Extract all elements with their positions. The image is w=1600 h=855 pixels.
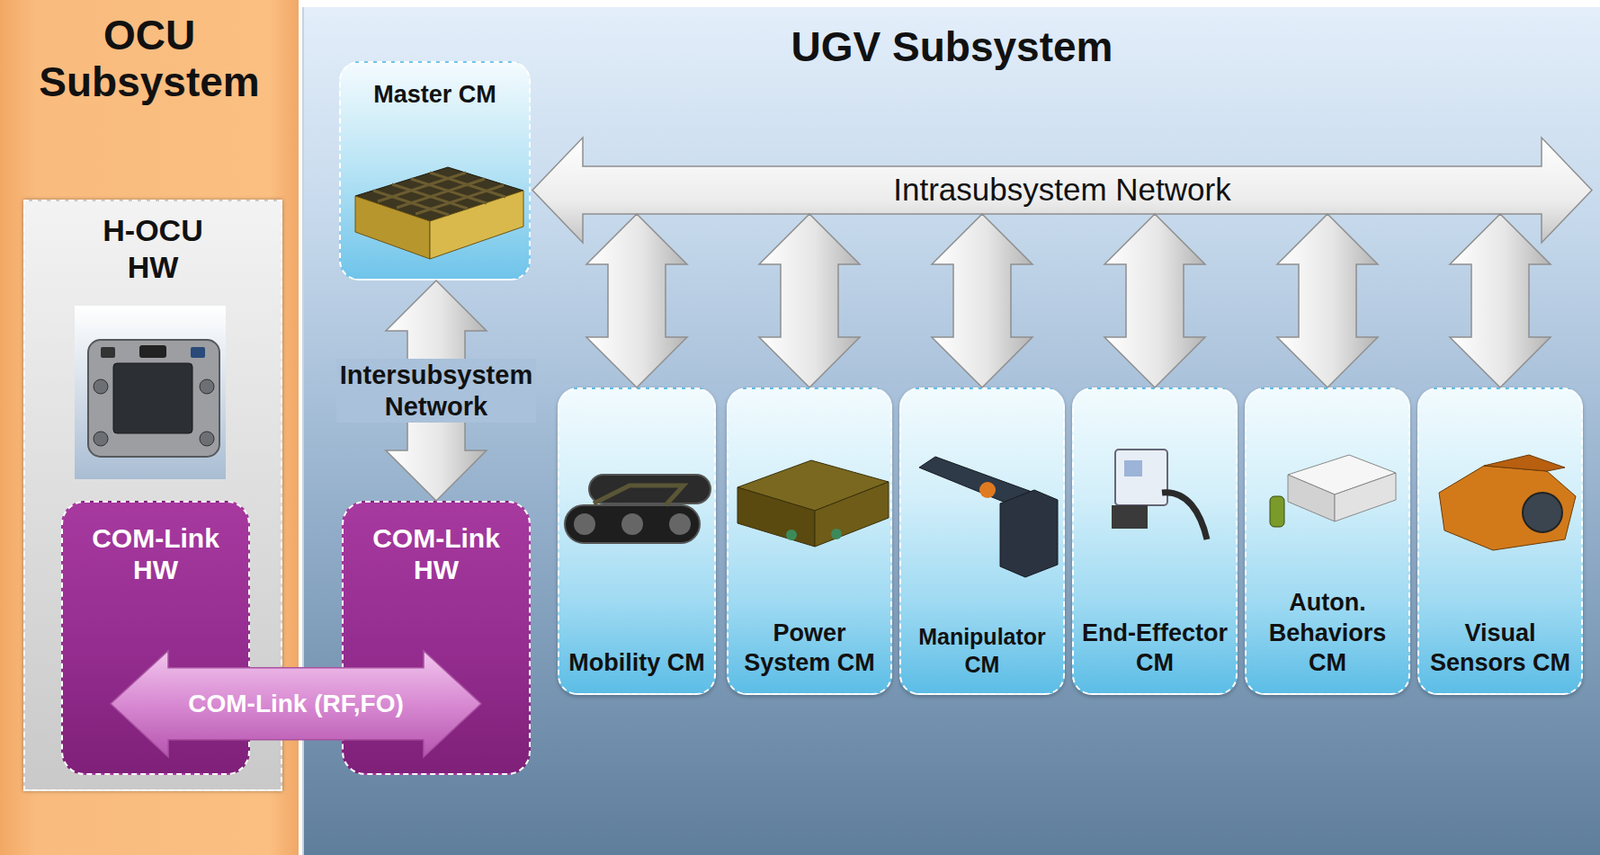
control-module: Auton. Behaviors CM — [1244, 387, 1411, 696]
picture-ground — [74, 305, 226, 480]
connector-label: COM-Link (RF,FO) — [184, 689, 408, 719]
track — [589, 474, 711, 504]
wheel — [573, 513, 596, 536]
battery-side — [814, 482, 889, 547]
device-button — [190, 347, 206, 358]
control-module: End-Effector CM — [1072, 387, 1238, 696]
box-label: End-Effector CM — [1079, 618, 1231, 680]
wheel — [621, 513, 644, 536]
mobility-picture — [564, 474, 711, 544]
box-label: Manipulator CM — [906, 623, 1058, 680]
device-knob — [199, 379, 215, 394]
connector — [831, 528, 842, 540]
double-arrow — [1104, 214, 1206, 388]
device-body — [88, 339, 220, 457]
box-label: COM-Link HW — [88, 522, 224, 587]
double-arrow — [759, 214, 860, 388]
sensor-housing — [1483, 455, 1565, 472]
handheld-ocu-picture — [74, 305, 226, 480]
gripper-body — [1115, 449, 1168, 506]
box-label: Visual Sensors CM — [1424, 618, 1576, 680]
subsystem-panel: UGV SubsystemMaster CM Intrasubsystem Net… — [302, 7, 1600, 855]
box-label: H-OCU HW — [85, 212, 221, 287]
device-screen — [113, 363, 193, 434]
box-label: Auton. Behaviors CM — [1251, 588, 1404, 680]
connector — [786, 529, 797, 541]
double-arrow — [1277, 214, 1378, 388]
master-cm-picture — [355, 167, 524, 260]
visual-sensors-picture — [1439, 455, 1576, 551]
battery-side — [737, 487, 815, 547]
connector-label: Intersubsystem Network — [336, 358, 537, 424]
box-label: Mobility CM — [568, 648, 705, 680]
computer-side — [1334, 473, 1396, 522]
gripper-jaw — [1111, 505, 1148, 529]
power-system-picture — [737, 460, 889, 547]
computer-side — [1287, 474, 1335, 522]
sensor-lens — [1522, 492, 1563, 533]
end-effector-picture — [1111, 449, 1207, 540]
arm-base — [1000, 490, 1058, 578]
double-arrow — [586, 214, 688, 388]
device-knob — [93, 431, 108, 447]
box-label: COM-Link HW — [368, 522, 504, 587]
track — [564, 505, 700, 544]
box-label: Intrasubsystem Network — [893, 172, 1231, 208]
wheel — [669, 513, 691, 536]
device-button — [100, 347, 116, 358]
network-bus-outline — [532, 137, 1592, 243]
double-arrow — [931, 214, 1033, 388]
panel-title: OCU Subsystem — [14, 12, 285, 106]
device-button — [139, 345, 167, 358]
box-label: Power System CM — [733, 618, 885, 680]
arm-joint — [979, 482, 996, 499]
panel-title: UGV Subsystem — [791, 23, 1114, 72]
chassis-frame — [593, 485, 684, 506]
auton-behaviors-picture — [1269, 455, 1396, 528]
network-bus: Intrasubsystem Network — [532, 166, 1592, 215]
gripper-finger — [1162, 492, 1207, 540]
double-arrow — [1449, 214, 1551, 388]
double-arrow — [110, 651, 482, 758]
module-fins — [373, 172, 506, 215]
manipulator-picture — [919, 456, 1058, 578]
sensor-post — [1269, 496, 1285, 528]
box-label: Master CM — [373, 80, 497, 109]
sensor-housing — [1439, 465, 1576, 551]
gripper-part — [1124, 460, 1143, 477]
device-knob — [199, 431, 215, 447]
device-knob — [93, 379, 108, 394]
